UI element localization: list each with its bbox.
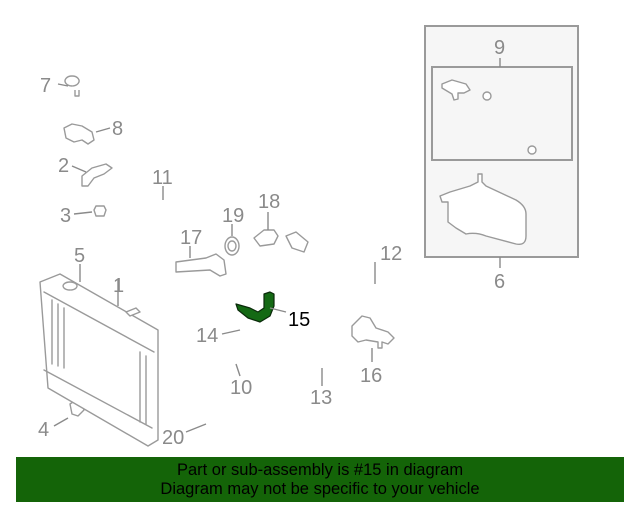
banner-line-2: Diagram may not be specific to your vehi… <box>160 480 480 498</box>
radiator-part <box>39 273 159 447</box>
bracket-part <box>81 163 113 187</box>
banner-line-1: Part or sub-assembly is #15 in diagram <box>176 461 464 479</box>
callout-14[interactable]: 14 <box>196 325 218 347</box>
callout-19[interactable]: 19 <box>222 205 244 227</box>
info-banner: Part or sub-assembly is #15 in diagram D… <box>16 457 624 502</box>
callout-18[interactable]: 18 <box>258 191 280 213</box>
leader-lines <box>53 83 376 433</box>
callout-3[interactable]: 3 <box>60 205 71 227</box>
support-part <box>63 123 95 145</box>
callout-7[interactable]: 7 <box>40 75 51 97</box>
callout-10[interactable]: 10 <box>230 377 252 399</box>
clamp-part <box>482 91 492 101</box>
callout-5[interactable]: 5 <box>74 245 85 267</box>
water-inlet-part <box>175 253 227 277</box>
callout-17[interactable]: 17 <box>180 227 202 249</box>
callout-6[interactable]: 6 <box>494 271 505 293</box>
clamp-part <box>527 145 537 155</box>
callout-labels: 7 8 2 3 5 1 4 11 17 19 18 12 15 14 10 13… <box>38 37 505 449</box>
reserve-tank-part <box>439 173 527 246</box>
callout-13[interactable]: 13 <box>310 387 332 409</box>
part-group-small <box>63 75 113 417</box>
callout-8[interactable]: 8 <box>112 118 123 140</box>
callout-2[interactable]: 2 <box>58 155 69 177</box>
thermostat-part <box>253 229 279 247</box>
gasket-part <box>224 236 240 256</box>
part-group-6 <box>424 25 579 268</box>
water-outlet-part <box>351 315 395 349</box>
tank-cap-part <box>441 79 471 101</box>
highlighted-part-15[interactable] <box>235 291 275 323</box>
callout-9[interactable]: 9 <box>494 37 505 59</box>
grommet-part <box>64 75 80 97</box>
callout-15[interactable]: 15 <box>288 309 310 331</box>
callout-20[interactable]: 20 <box>162 427 184 449</box>
callout-1[interactable]: 1 <box>113 275 124 297</box>
parts-diagram: 7 8 2 3 5 1 4 11 17 19 18 12 15 14 10 13… <box>38 25 579 449</box>
callout-16[interactable]: 16 <box>360 365 382 387</box>
callout-11[interactable]: 11 <box>152 167 173 189</box>
callout-4[interactable]: 4 <box>38 419 49 441</box>
cushion-part <box>93 205 107 217</box>
callout-12[interactable]: 12 <box>380 243 402 265</box>
